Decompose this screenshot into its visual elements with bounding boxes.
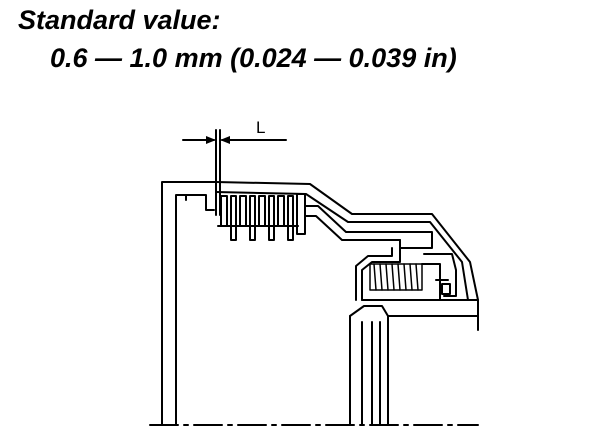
clutch-hub [349, 299, 479, 426]
dimension-label-l: L [256, 118, 265, 137]
spec-value: 0.6 — 1.0 mm (0.024 — 0.039 in) [50, 43, 457, 73]
spec-title: Standard value: [18, 5, 221, 35]
spring-retainer [423, 253, 457, 297]
clutch-retaining-plate [296, 193, 306, 235]
clutch-plate [268, 195, 275, 241]
clutch-plate-pack [217, 193, 306, 241]
clutch-plate [277, 195, 285, 227]
clutch-piston [305, 205, 433, 301]
clutch-drum [149, 181, 479, 426]
clutch-plate [258, 195, 266, 227]
dimension-arrowhead-left [206, 136, 216, 144]
clutch-plate [220, 195, 228, 227]
snap-ring [441, 283, 451, 295]
dimension-arrowhead-right [220, 136, 230, 144]
clutch-plate [249, 195, 256, 241]
dimension-callout: L [182, 118, 287, 216]
clutch-plate [230, 195, 237, 241]
return-spring [369, 263, 441, 301]
clutch-plate [287, 195, 294, 241]
clutch-plate [239, 195, 247, 227]
